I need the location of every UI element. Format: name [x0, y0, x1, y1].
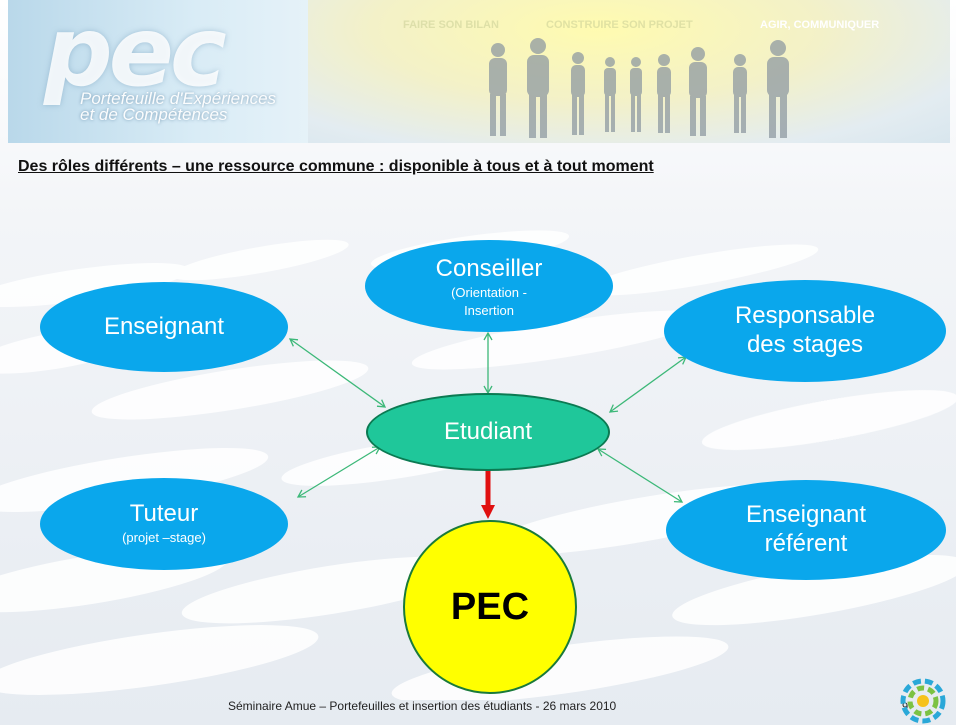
connector-responsable	[608, 356, 688, 413]
connector-referent	[596, 448, 684, 503]
node-etudiant-label: Etudiant	[443, 417, 533, 445]
connector-tuteur	[296, 446, 382, 498]
connector-enseignant	[288, 338, 387, 408]
node-conseiller-label: Conseiller	[435, 254, 543, 282]
node-referent-line2: référent	[764, 530, 848, 557]
node-tuteur-sub: (projet –stage)	[122, 529, 206, 545]
tagline-projet: CONSTRUIRE SON PROJET	[546, 19, 693, 31]
node-conseiller-sub1: (Orientation -	[451, 284, 527, 300]
banner-right-panel	[308, 0, 950, 143]
people-silhouettes	[489, 38, 789, 138]
node-enseignant-referent: Enseignant référent	[666, 480, 946, 580]
node-enseignant-label: Enseignant	[103, 312, 225, 340]
node-responsable-line1: Responsable	[734, 302, 876, 330]
footer-text: Séminaire Amue – Portefeuilles et insert…	[228, 699, 617, 713]
node-responsable-stages: Responsable des stages	[664, 280, 946, 382]
node-tuteur: Tuteur (projet –stage)	[40, 478, 288, 570]
node-conseiller: Conseiller (Orientation - Insertion	[365, 240, 613, 332]
slide-title: Des rôles différents – une ressource com…	[18, 158, 654, 175]
pec-logo: pec	[44, 0, 227, 108]
tagline-bilan: FAIRE SON BILAN	[403, 19, 499, 31]
node-responsable-line2: des stages	[746, 331, 864, 358]
node-conseiller-sub2: Insertion	[464, 303, 514, 319]
node-referent-line1: Enseignant	[745, 501, 867, 529]
node-etudiant: Etudiant	[366, 393, 610, 471]
logo-subtitle-line1: Portefeuille d'Expériences	[80, 89, 277, 108]
node-enseignant: Enseignant	[40, 282, 288, 372]
node-pec-label: PEC	[450, 585, 530, 628]
tagline-agir: AGIR, COMMUNIQUER	[760, 19, 880, 31]
header-banner: pec Portefeuille d'Expériences et de Com…	[8, 0, 950, 143]
logo-subtitle-line2: et de Compétences	[80, 105, 228, 124]
amue-logo-icon	[900, 678, 946, 724]
node-tuteur-label: Tuteur	[129, 500, 199, 528]
node-pec: PEC	[403, 520, 577, 694]
